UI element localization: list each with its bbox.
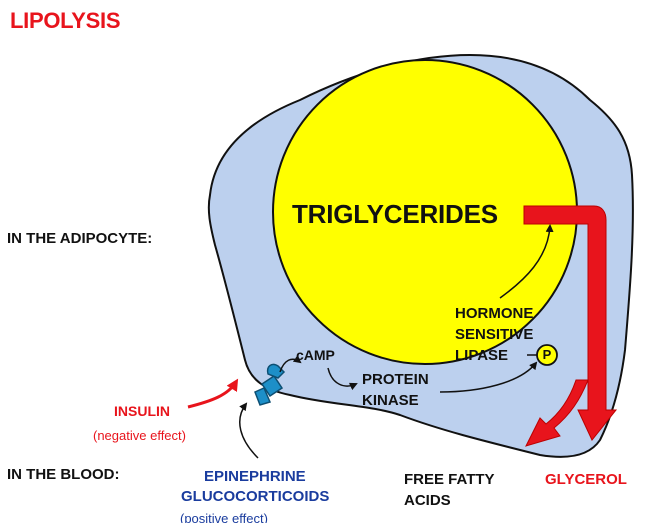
blood-section-label: IN THE BLOOD: <box>7 466 120 483</box>
ffa-line-2: ACIDS <box>404 492 451 509</box>
triglycerides-label: TRIGLYCERIDES <box>292 199 498 229</box>
arrow-receptor-to-camp <box>279 355 302 373</box>
hormone-sensitive-lipase-label: HORMONE SENSITIVE LIPASE <box>455 303 533 366</box>
receptor-icon <box>254 363 286 406</box>
arrow-kinase-to-hsl <box>439 361 538 393</box>
adipocyte-section-label: IN THE ADIPOCYTE: <box>7 230 153 247</box>
epinephrine-label: EPINEPHRINE <box>204 468 306 485</box>
hsl-line-1: HORMONE <box>455 305 534 322</box>
hsl-line-3: LIPASE <box>455 347 509 364</box>
arrow-hsl-to-triglycerides <box>499 224 554 299</box>
free-fatty-acids-label: FREE FATTY ACIDS <box>404 469 495 511</box>
protein-kinase-line-1: PROTEIN <box>362 371 429 388</box>
insulin-label: INSULIN <box>114 403 170 419</box>
protein-kinase-line-2: KINASE <box>362 392 419 409</box>
arrow-insulin <box>187 378 239 409</box>
camp-label: cAMP <box>296 347 335 363</box>
arrow-epinephrine <box>239 402 259 459</box>
phosphate-icon <box>536 344 558 366</box>
ffa-line-1: FREE FATTY <box>404 471 495 488</box>
glycerol-label: GLYCEROL <box>545 471 627 488</box>
hsl-line-2: SENSITIVE <box>455 326 534 343</box>
arrow-camp-to-kinase <box>327 367 358 391</box>
lipolysis-output-arrow <box>523 205 618 447</box>
page-title: LIPOLYSIS <box>10 8 121 33</box>
insulin-note: (negative effect) <box>93 428 186 443</box>
stimulator-note: (positive effect) <box>180 511 268 523</box>
phosphate-label: P <box>542 347 552 362</box>
protein-kinase-label: PROTEIN KINASE <box>362 369 429 411</box>
glucocorticoids-label: GLUCOCORTICOIDS <box>181 488 330 505</box>
